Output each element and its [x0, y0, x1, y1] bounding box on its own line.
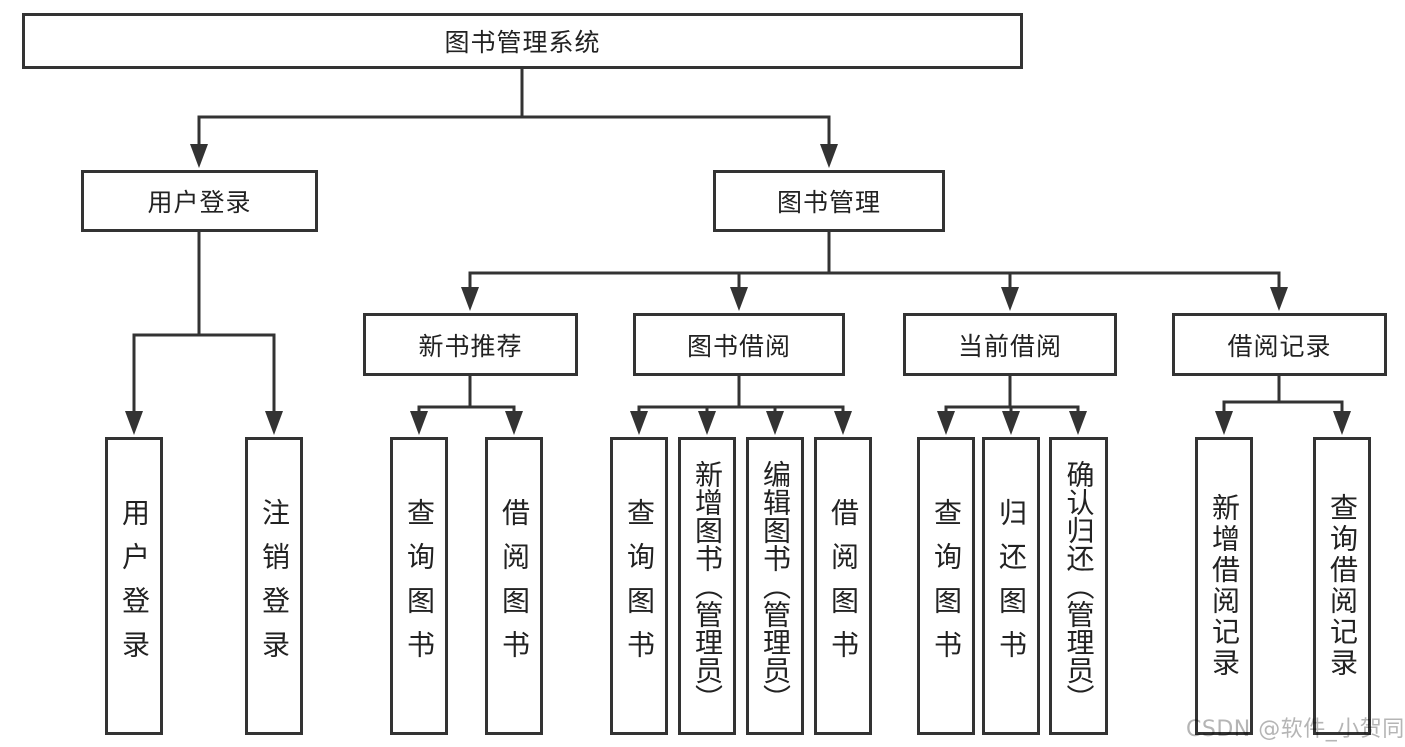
node-book-borrow: 图书借阅 — [633, 313, 845, 376]
leaf-add-book-admin-label: 新增图书（管理员） — [691, 460, 724, 712]
node-book-borrow-label: 图书借阅 — [686, 331, 791, 361]
leaf-logout-label: 注销登录 — [258, 498, 291, 674]
leaf-borrow-book-recommend-label: 借阅图书 — [498, 498, 531, 674]
leaf-edit-book-admin: 编辑图书（管理员） — [746, 437, 804, 735]
node-root: 图书管理系统 — [22, 13, 1023, 69]
node-new-book-recommend-label: 新书推荐 — [418, 331, 523, 361]
node-borrow-record-label: 借阅记录 — [1227, 331, 1332, 361]
node-book-management: 图书管理 — [713, 170, 945, 232]
leaf-user-login: 用户登录 — [105, 437, 163, 735]
leaf-logout: 注销登录 — [245, 437, 303, 735]
leaf-borrow-book-recommend: 借阅图书 — [485, 437, 543, 735]
node-current-borrow: 当前借阅 — [903, 313, 1117, 376]
leaf-query-book-recommend-label: 查询图书 — [403, 498, 436, 674]
leaf-return-book-label: 归还图书 — [995, 498, 1028, 674]
leaf-confirm-return-admin-label: 确认归还（管理员） — [1062, 460, 1096, 712]
leaf-query-book-borrow: 查询图书 — [610, 437, 668, 735]
leaf-query-book-recommend: 查询图书 — [390, 437, 448, 735]
leaf-borrow-book-label: 借阅图书 — [827, 498, 860, 674]
leaf-edit-book-admin-label: 编辑图书（管理员） — [759, 460, 792, 712]
leaf-add-borrow-record: 新增借阅记录 — [1195, 437, 1253, 735]
node-user-login-label: 用户登录 — [147, 188, 252, 217]
node-root-label: 图书管理系统 — [444, 28, 601, 57]
leaf-return-book: 归还图书 — [982, 437, 1040, 735]
leaf-query-book-borrow-label: 查询图书 — [623, 498, 656, 674]
node-user-login: 用户登录 — [81, 170, 318, 232]
leaf-user-login-label: 用户登录 — [118, 498, 151, 674]
node-current-borrow-label: 当前借阅 — [957, 331, 1062, 361]
leaf-confirm-return-admin: 确认归还（管理员） — [1049, 437, 1108, 735]
leaf-query-borrow-record-label: 查询借阅记录 — [1326, 493, 1359, 679]
leaf-borrow-book: 借阅图书 — [814, 437, 872, 735]
leaf-query-book-current: 查询图书 — [917, 437, 975, 735]
leaf-add-borrow-record-label: 新增借阅记录 — [1208, 493, 1241, 679]
node-new-book-recommend: 新书推荐 — [363, 313, 578, 376]
node-book-management-label: 图书管理 — [776, 188, 881, 217]
leaf-query-borrow-record: 查询借阅记录 — [1313, 437, 1371, 735]
leaf-add-book-admin: 新增图书（管理员） — [678, 437, 736, 735]
csdn-watermark: CSDN @软件_小贺同学 — [1186, 717, 1405, 742]
leaf-query-book-current-label: 查询图书 — [930, 498, 963, 674]
node-borrow-record: 借阅记录 — [1172, 313, 1387, 376]
